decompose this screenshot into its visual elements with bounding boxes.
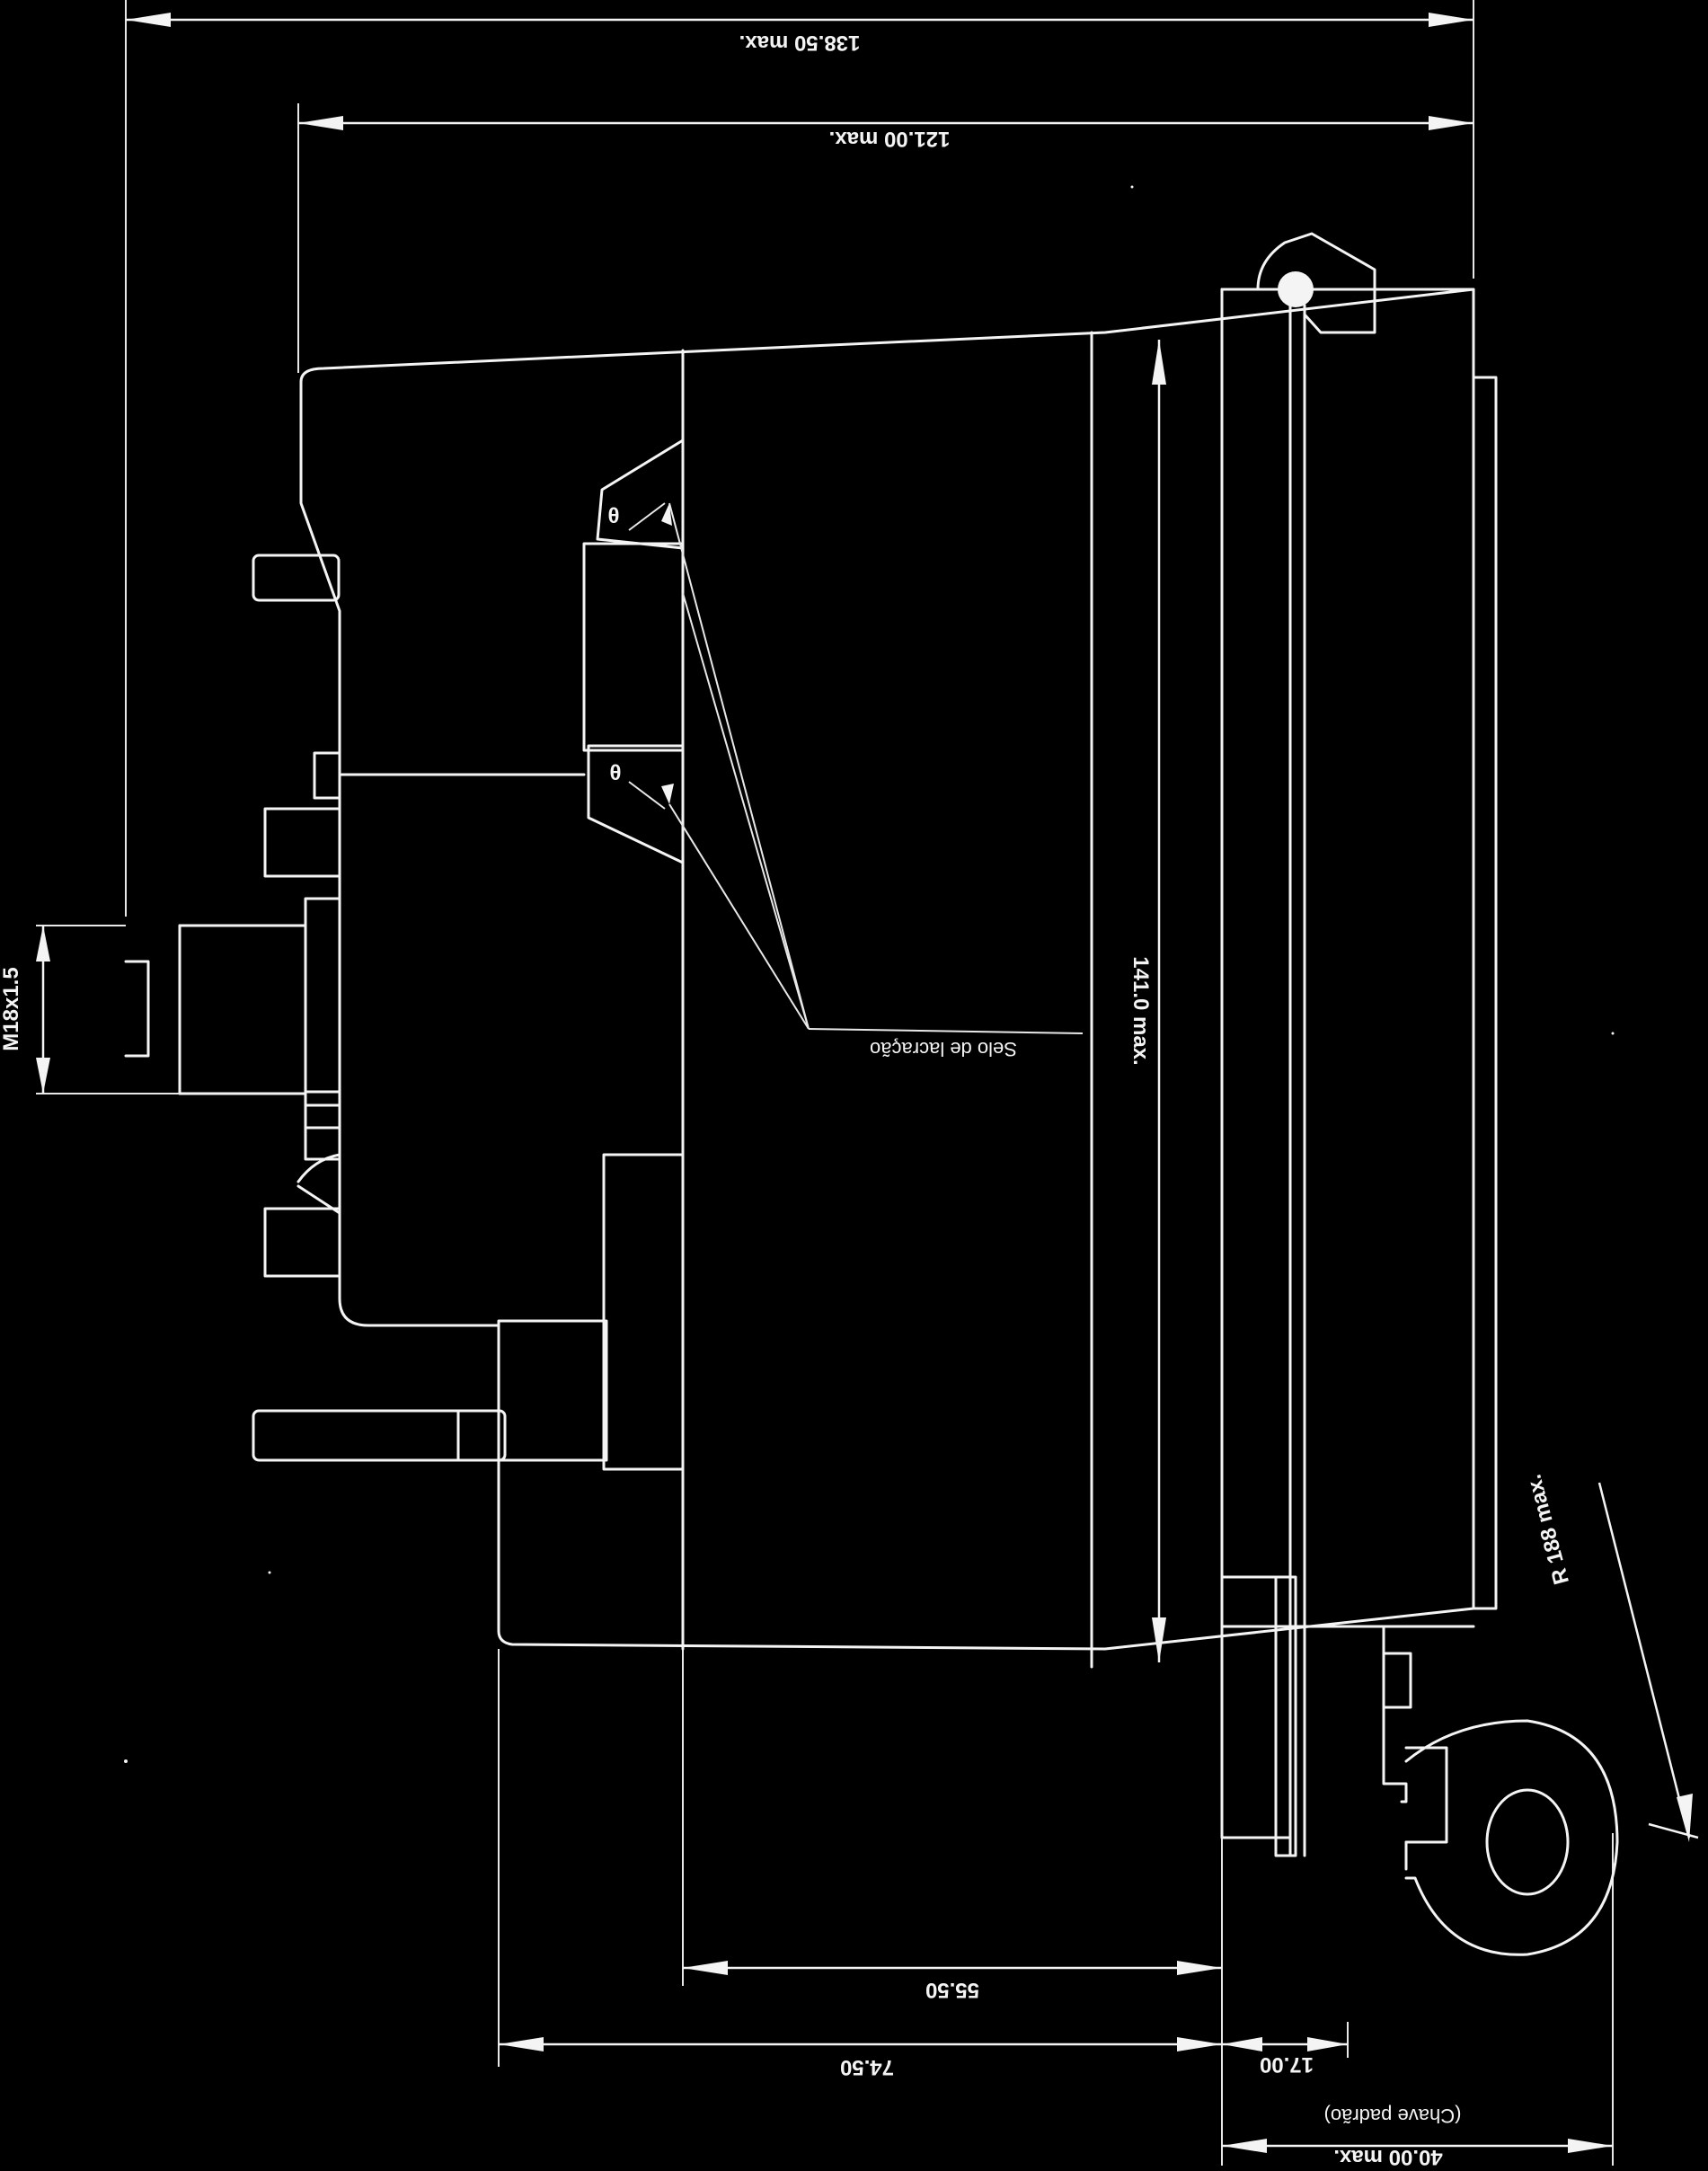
dim-radius-label: R 188 max. — [1521, 1472, 1574, 1587]
dim-overall-width: 138.50 max. — [126, 13, 1473, 55]
seal-2-marker-icon: θ — [610, 761, 622, 785]
dim-height-label: 141.0 max. — [1128, 956, 1153, 1065]
dim-body-width-label: 121.00 max. — [829, 127, 951, 151]
dim-thread-label: M18x1.5 — [0, 967, 23, 1050]
housing — [299, 288, 1498, 1857]
dim-flange-label: 17.00 — [1260, 2052, 1314, 2077]
seal-1-marker-icon: θ — [608, 504, 620, 528]
seal-1: θ — [582, 439, 685, 752]
seal-label: Selo de lacração — [870, 1038, 1017, 1060]
dim-cover-depth-label: 55.50 — [925, 1978, 979, 2002]
dim-key-total-label: 40.00 max. — [1333, 2145, 1442, 2169]
seal-2: θ — [587, 744, 685, 864]
dim-body-width: 121.00 max. — [298, 116, 1473, 151]
extension-lines — [36, 0, 1614, 2166]
dim-depth: 74.50 — [499, 2037, 1222, 2079]
left-fittings — [124, 554, 685, 1471]
dim-height: 141.0 max. — [1128, 340, 1166, 1662]
key-note-label: (Chave padrão) — [1324, 2105, 1462, 2127]
dim-flange: 17.00 — [1222, 2037, 1348, 2077]
dim-key-total: (Chave padrão) 40.00 max. — [1222, 2105, 1613, 2169]
dim-cover-depth: 55.50 — [683, 1961, 1222, 2002]
seal-leaders: Selo de lacração — [661, 502, 1084, 1060]
scan-specks — [124, 185, 1615, 1763]
hinge-top — [1220, 232, 1376, 334]
dim-depth-label: 74.50 — [840, 2055, 894, 2079]
key-ring — [1404, 1719, 1619, 1956]
dim-overall-width-label: 138.50 max. — [739, 31, 861, 55]
dim-thread: M18x1.5 — [0, 926, 50, 1094]
hinge-pin-icon — [1278, 271, 1314, 307]
